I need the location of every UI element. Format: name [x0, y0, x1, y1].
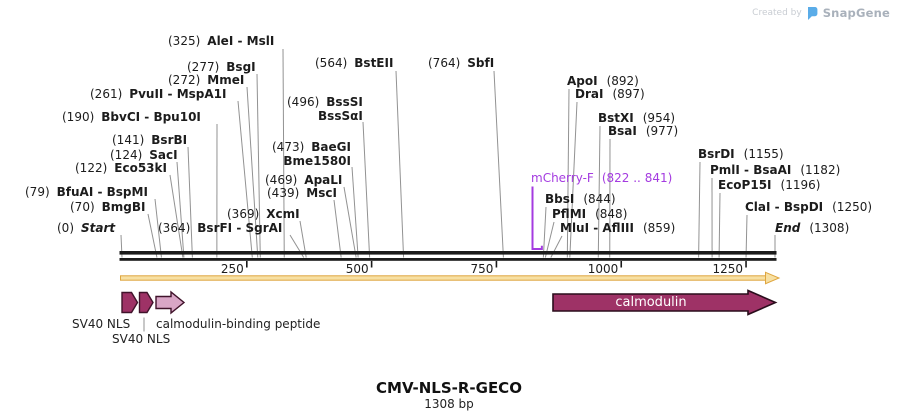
feature-label-calmodulin-binding-peptide: calmodulin-binding peptide: [156, 317, 321, 331]
callout-line-PvuII-MspA1I: [237, 100, 253, 258]
callout-line-SbfI: [493, 70, 504, 258]
ruler-line: [119, 258, 777, 261]
feature-arrow-sv40-nls-2: [138, 291, 154, 314]
orf-line: [120, 275, 766, 281]
enzyme-site-label-ApaLI: (469)ApaLI: [265, 173, 343, 187]
enzyme-site-label-SbfI: (764)SbfI: [428, 56, 495, 70]
enzyme-site-label-XcmI: (369)XcmI: [227, 207, 300, 221]
watermark: Created by SnapGene: [752, 6, 890, 20]
primer-label-mcherry-f: mCherry-F (822 .. 841): [531, 171, 672, 185]
callout-line-ClaI-BspDI: [745, 214, 748, 258]
enzyme-site-label-BfuAI-BspMI: (79)BfuAI - BspMI: [25, 185, 148, 199]
feature-arrow-calmodulin-binding-peptide: [155, 290, 186, 315]
enzyme-site-label-PvuII-MspA1I: (261)PvuII - MspA1I: [90, 87, 227, 101]
primer-range: (822 .. 841): [601, 171, 673, 185]
enzyme-site-label-DraI: DraI(897): [575, 87, 645, 101]
ruler-number: 750: [470, 262, 494, 276]
feature-arrow-calmodulin: [552, 289, 778, 316]
callout-line-DraI: [569, 101, 578, 258]
enzyme-site-label-BbsI: BbsI(844): [545, 192, 616, 206]
watermark-created-by-text: Created by: [752, 8, 802, 18]
enzyme-site-label-ClaI-BspDI: ClaI - BspDI(1250): [745, 200, 873, 214]
enzyme-site-label-MluI-AflIII: MluI - AflIII(859): [560, 221, 676, 235]
feature-label-sv40-nls-1: SV40 NLS: [72, 317, 131, 331]
primer-bracket: [531, 186, 543, 250]
callout-line-MmeI: [246, 86, 259, 258]
enzyme-site-label-Start: (0)Start: [57, 221, 116, 235]
enzyme-site-label-PflMI: PflMI(848): [552, 207, 628, 221]
callout-line-Eco53kI: [169, 174, 184, 258]
enzyme-site-label-PmlI-BsaAI: PmlI - BsaAI(1182): [710, 163, 841, 177]
callout-line-BstXI: [597, 125, 601, 258]
callout-line-BsrBI: [187, 146, 193, 258]
callout-line-ApaLI: [343, 186, 357, 258]
feature-arrow-sv40-nls-1: [121, 291, 139, 314]
enzyme-site-label-BsrDI: BsrDI(1155): [698, 147, 784, 161]
callout-line-BssSI: [362, 121, 371, 258]
enzyme-site-label-ApoI: ApoI(892): [567, 74, 639, 88]
enzyme-site-label-MmeI: (272)MmeI: [168, 73, 245, 87]
callout-line-ApoI: [566, 88, 570, 258]
watermark-brand-text: SnapGene: [822, 6, 890, 20]
enzyme-site-label-BsrBI: (141)BsrBI: [112, 133, 188, 147]
callout-line-AleI-MslI: [282, 48, 285, 258]
callout-line-BbsI: [542, 206, 547, 258]
enzyme-site-label-AleI-MslI: (325)AleI - MslI: [168, 34, 275, 48]
feature-label-sv40-nls-2: SV40 NLS: [112, 332, 171, 346]
map-title: CMV-NLS-R-GECO: [376, 379, 522, 397]
ruler-number: 250: [220, 262, 244, 276]
enzyme-site-label-BsgI: (277)BsgI: [187, 60, 256, 74]
callout-line-BmgBI: [147, 213, 158, 258]
map-length: 1308 bp: [424, 397, 474, 411]
enzyme-site-alt-name: Bme1580I: [283, 154, 351, 168]
ruler-number: 1250: [712, 262, 744, 276]
primer-name: mCherry-F: [531, 171, 594, 185]
callout-line-BstEII: [395, 70, 405, 258]
enzyme-site-label-BstEII: (564)BstEII: [315, 56, 394, 70]
feature-label-calmodulin: calmodulin: [615, 295, 687, 310]
enzyme-site-label-Eco53kI: (122)Eco53kI: [75, 161, 167, 175]
snapgene-logo-icon: [807, 6, 818, 20]
enzyme-site-label-End: End(1308): [775, 221, 850, 235]
enzyme-site-label-BmgBI: (70)BmgBI: [70, 200, 146, 214]
enzyme-site-label-BbvCI-Bpu10I: (190)BbvCI - Bpu10I: [62, 110, 201, 124]
callout-line-BfuAI-BspMI: [154, 198, 162, 258]
orf-arrowhead: [765, 271, 781, 285]
enzyme-site-label-BsrFI-SgrAI: (364)BsrFI - SgrAI: [158, 221, 283, 235]
callout-line-MscI: [333, 199, 342, 258]
callout-line-BaeGI: [351, 166, 359, 258]
enzyme-site-label-SacI: (124)SacI: [110, 148, 178, 162]
enzyme-site-label-EcoP15I: EcoP15I(1196): [718, 178, 821, 192]
enzyme-site-label-BsaI: BsaI(977): [608, 124, 679, 138]
callout-line-BsrDI: [698, 161, 701, 258]
enzyme-site-alt-name: BssSαI: [318, 109, 363, 123]
enzyme-site-label-BstXI: BstXI(954): [598, 111, 676, 125]
ruler-number: 500: [345, 262, 369, 276]
ruler-number: 1000: [587, 262, 619, 276]
callout-line-SacI: [176, 161, 185, 258]
callout-line-BsgI: [256, 73, 261, 258]
callout-line-EcoP15I: [718, 192, 721, 258]
enzyme-site-label-MscI: (439)MscI: [267, 186, 337, 200]
sequence-line: [119, 251, 777, 255]
